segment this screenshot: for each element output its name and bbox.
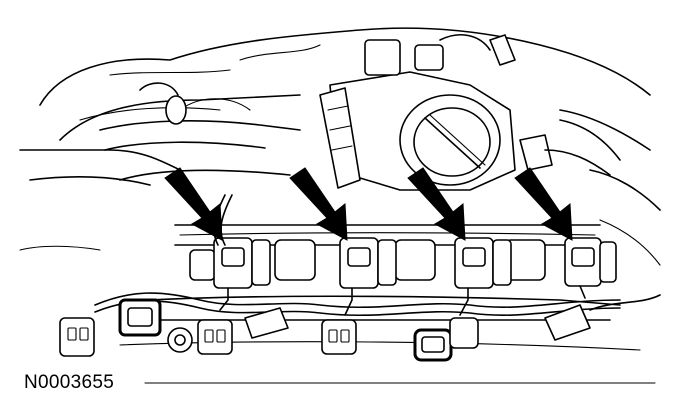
throttle-body — [319, 34, 516, 191]
arrow-icon — [289, 167, 348, 241]
arrow-icon — [164, 167, 223, 241]
harness-connectors — [59, 294, 661, 362]
intake-runners — [99, 82, 301, 181]
arrow-icon — [407, 167, 466, 241]
callout-arrows — [164, 167, 573, 241]
injector-ports — [189, 239, 546, 281]
injector-3 — [454, 237, 512, 316]
engine-background-lines — [19, 27, 661, 266]
arrow-icon — [514, 167, 573, 241]
figure-id-label: N0003655 — [24, 372, 115, 393]
right-side-components — [519, 119, 621, 176]
injector-2 — [339, 237, 397, 316]
injector-1 — [213, 237, 271, 311]
injector-4 — [564, 237, 617, 299]
